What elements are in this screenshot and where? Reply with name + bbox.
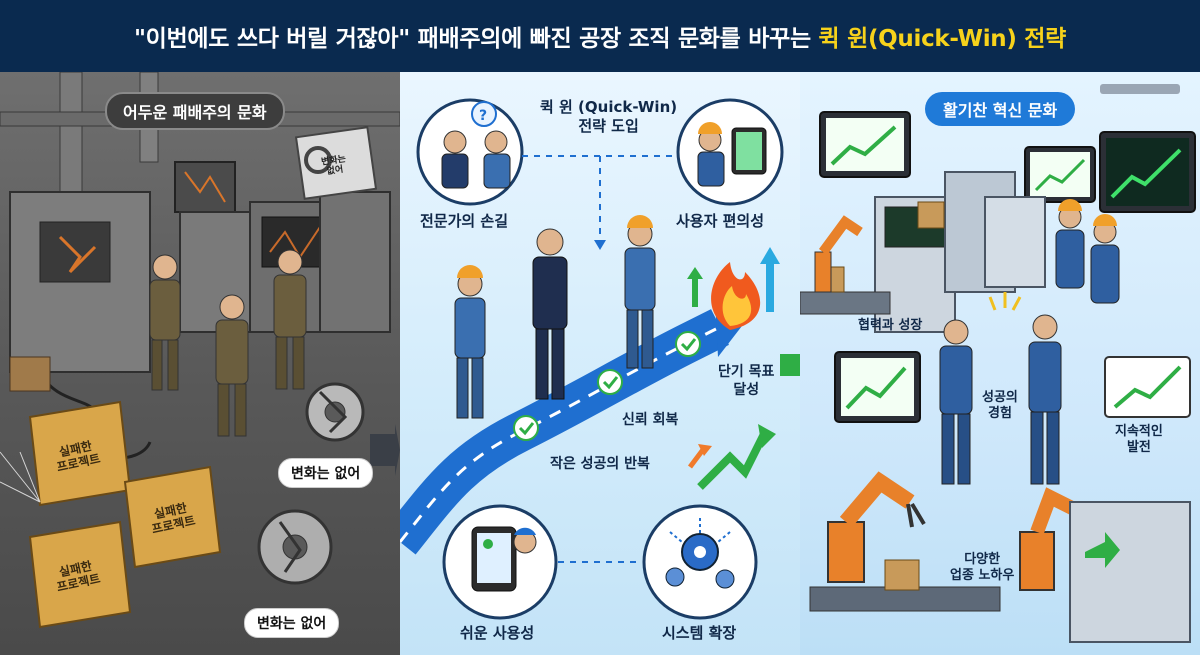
worker-figure — [624, 215, 656, 369]
arrow-right-icon — [780, 342, 800, 388]
hardhat-icon — [698, 122, 722, 134]
check-icon — [513, 415, 539, 441]
no-change-tag-2: 변화는 없어 — [244, 608, 340, 638]
worker-figure — [149, 254, 181, 391]
no-change-tag-1: 변화는 없어 — [278, 458, 374, 488]
sign-board — [294, 126, 378, 200]
growth-chart-board — [1104, 356, 1191, 418]
growth-chart-monitor — [819, 111, 911, 178]
factory-dark-illustration — [0, 72, 400, 629]
arrow-down-icon — [594, 240, 606, 250]
gear-crack-icon — [318, 390, 348, 434]
system-expansion-label: 시스템 확장 — [662, 624, 737, 642]
worker-figure — [215, 294, 249, 437]
sign-board-text: 변화는 없어 — [320, 154, 347, 178]
gear-crack-icon — [278, 521, 302, 573]
title-main-text: "이번에도 쓰다 버릴 거잖아" 패배주의에 빠진 공장 조직 문화를 바꾸는 — [134, 26, 819, 52]
innovation-culture-title: 활기찬 혁신 문화 — [925, 92, 1076, 126]
glitch-icon — [269, 226, 321, 259]
modern-machine — [1069, 501, 1191, 643]
cardboard-box — [884, 559, 920, 591]
worker-figure — [939, 319, 973, 485]
svg-text:?: ? — [479, 108, 487, 124]
ceiling-light — [1100, 84, 1180, 94]
growth-chart-monitor — [1099, 131, 1196, 213]
console — [319, 191, 391, 333]
quick-win-illustration: ? — [400, 98, 800, 620]
worker-figure — [273, 249, 307, 390]
arrow-right-icon — [1085, 532, 1120, 568]
cardboard-box — [917, 201, 945, 229]
pipe — [59, 72, 83, 203]
gear-icon — [715, 569, 735, 589]
growth-arrow-icon — [697, 430, 769, 490]
header-banner: "이번에도 쓰다 버릴 거잖아" 패배주의에 빠진 공장 조직 문화를 바꾸는 … — [0, 0, 1200, 72]
gear-icon — [665, 567, 685, 587]
worker-figure — [1090, 214, 1120, 304]
arrow-right-icon — [370, 424, 400, 476]
robot-arm-icon — [814, 215, 863, 293]
check-icon — [675, 331, 701, 357]
user-convenience-label: 사용자 편의성 — [676, 212, 765, 230]
gear-icon — [304, 146, 332, 174]
robot-arm-icon — [827, 471, 926, 583]
expert-figure — [532, 228, 568, 400]
ease-of-use-label: 쉬운 사용성 — [460, 624, 535, 642]
defeatist-culture-title: 어두운 패배주의 문화 — [105, 92, 285, 130]
cobweb-icon — [0, 451, 41, 503]
page-title: "이번에도 쓰다 버릴 거잖아" 패배주의에 빠진 공장 조직 문화를 바꾸는 … — [134, 19, 1066, 53]
factory-bright-illustration — [800, 84, 1196, 643]
worker-figure — [454, 265, 486, 419]
innovation-culture-panel: 활기찬 혁신 문화 협력과 성장 성공의 경험 지속적인 발전 다양한 업종 노… — [800, 72, 1200, 655]
conveyor-belt — [800, 291, 891, 315]
defeatist-culture-panel: 어두운 패배주의 문화 변화는 없어 변화는 없어 변화는 없어 실패한 프로젝… — [0, 72, 400, 655]
small-success-label: 작은 성공의 반복 — [550, 456, 650, 472]
conveyor-belt — [809, 586, 1001, 612]
worker-figure — [1028, 314, 1062, 485]
growth-chart-monitor — [1024, 146, 1096, 203]
quick-win-strategy-panel: ? — [400, 72, 800, 655]
worker-figure — [1055, 199, 1085, 289]
check-icon — [597, 369, 623, 395]
industry-knowhow-label: 다양한 업종 노하우 — [950, 552, 1015, 584]
question-bubble-icon: ? — [471, 101, 497, 127]
broken-part-icon — [58, 235, 97, 274]
short-term-goal-label: 단기 목표 달성 — [718, 364, 775, 398]
expert-touch-label: 전문가의 손길 — [420, 212, 509, 230]
cardboard-box — [9, 356, 51, 392]
expert-consult-circle — [416, 98, 524, 206]
sparkle-icon — [988, 292, 1022, 311]
terminal-machine — [984, 196, 1046, 288]
trust-recovery-label: 신뢰 회복 — [622, 412, 679, 428]
network-line — [669, 518, 731, 543]
success-experience-label: 성공의 경험 — [982, 390, 1018, 422]
cooperation-growth-label: 협력과 성장 — [858, 318, 923, 333]
title-accent-text: 퀵 윈(Quick-Win) 전략 — [818, 26, 1067, 52]
growth-chart-board — [834, 351, 921, 423]
failed-project-folder — [123, 465, 222, 569]
crack-icon — [184, 171, 226, 203]
failed-project-folder — [28, 520, 132, 629]
strategy-intro-label: 퀵 윈 (Quick-Win) 전략 도입 — [540, 98, 678, 135]
gear-hub — [324, 401, 346, 423]
broken-monitor — [174, 161, 236, 213]
sustainable-development-label: 지속적인 발전 — [1115, 424, 1163, 456]
